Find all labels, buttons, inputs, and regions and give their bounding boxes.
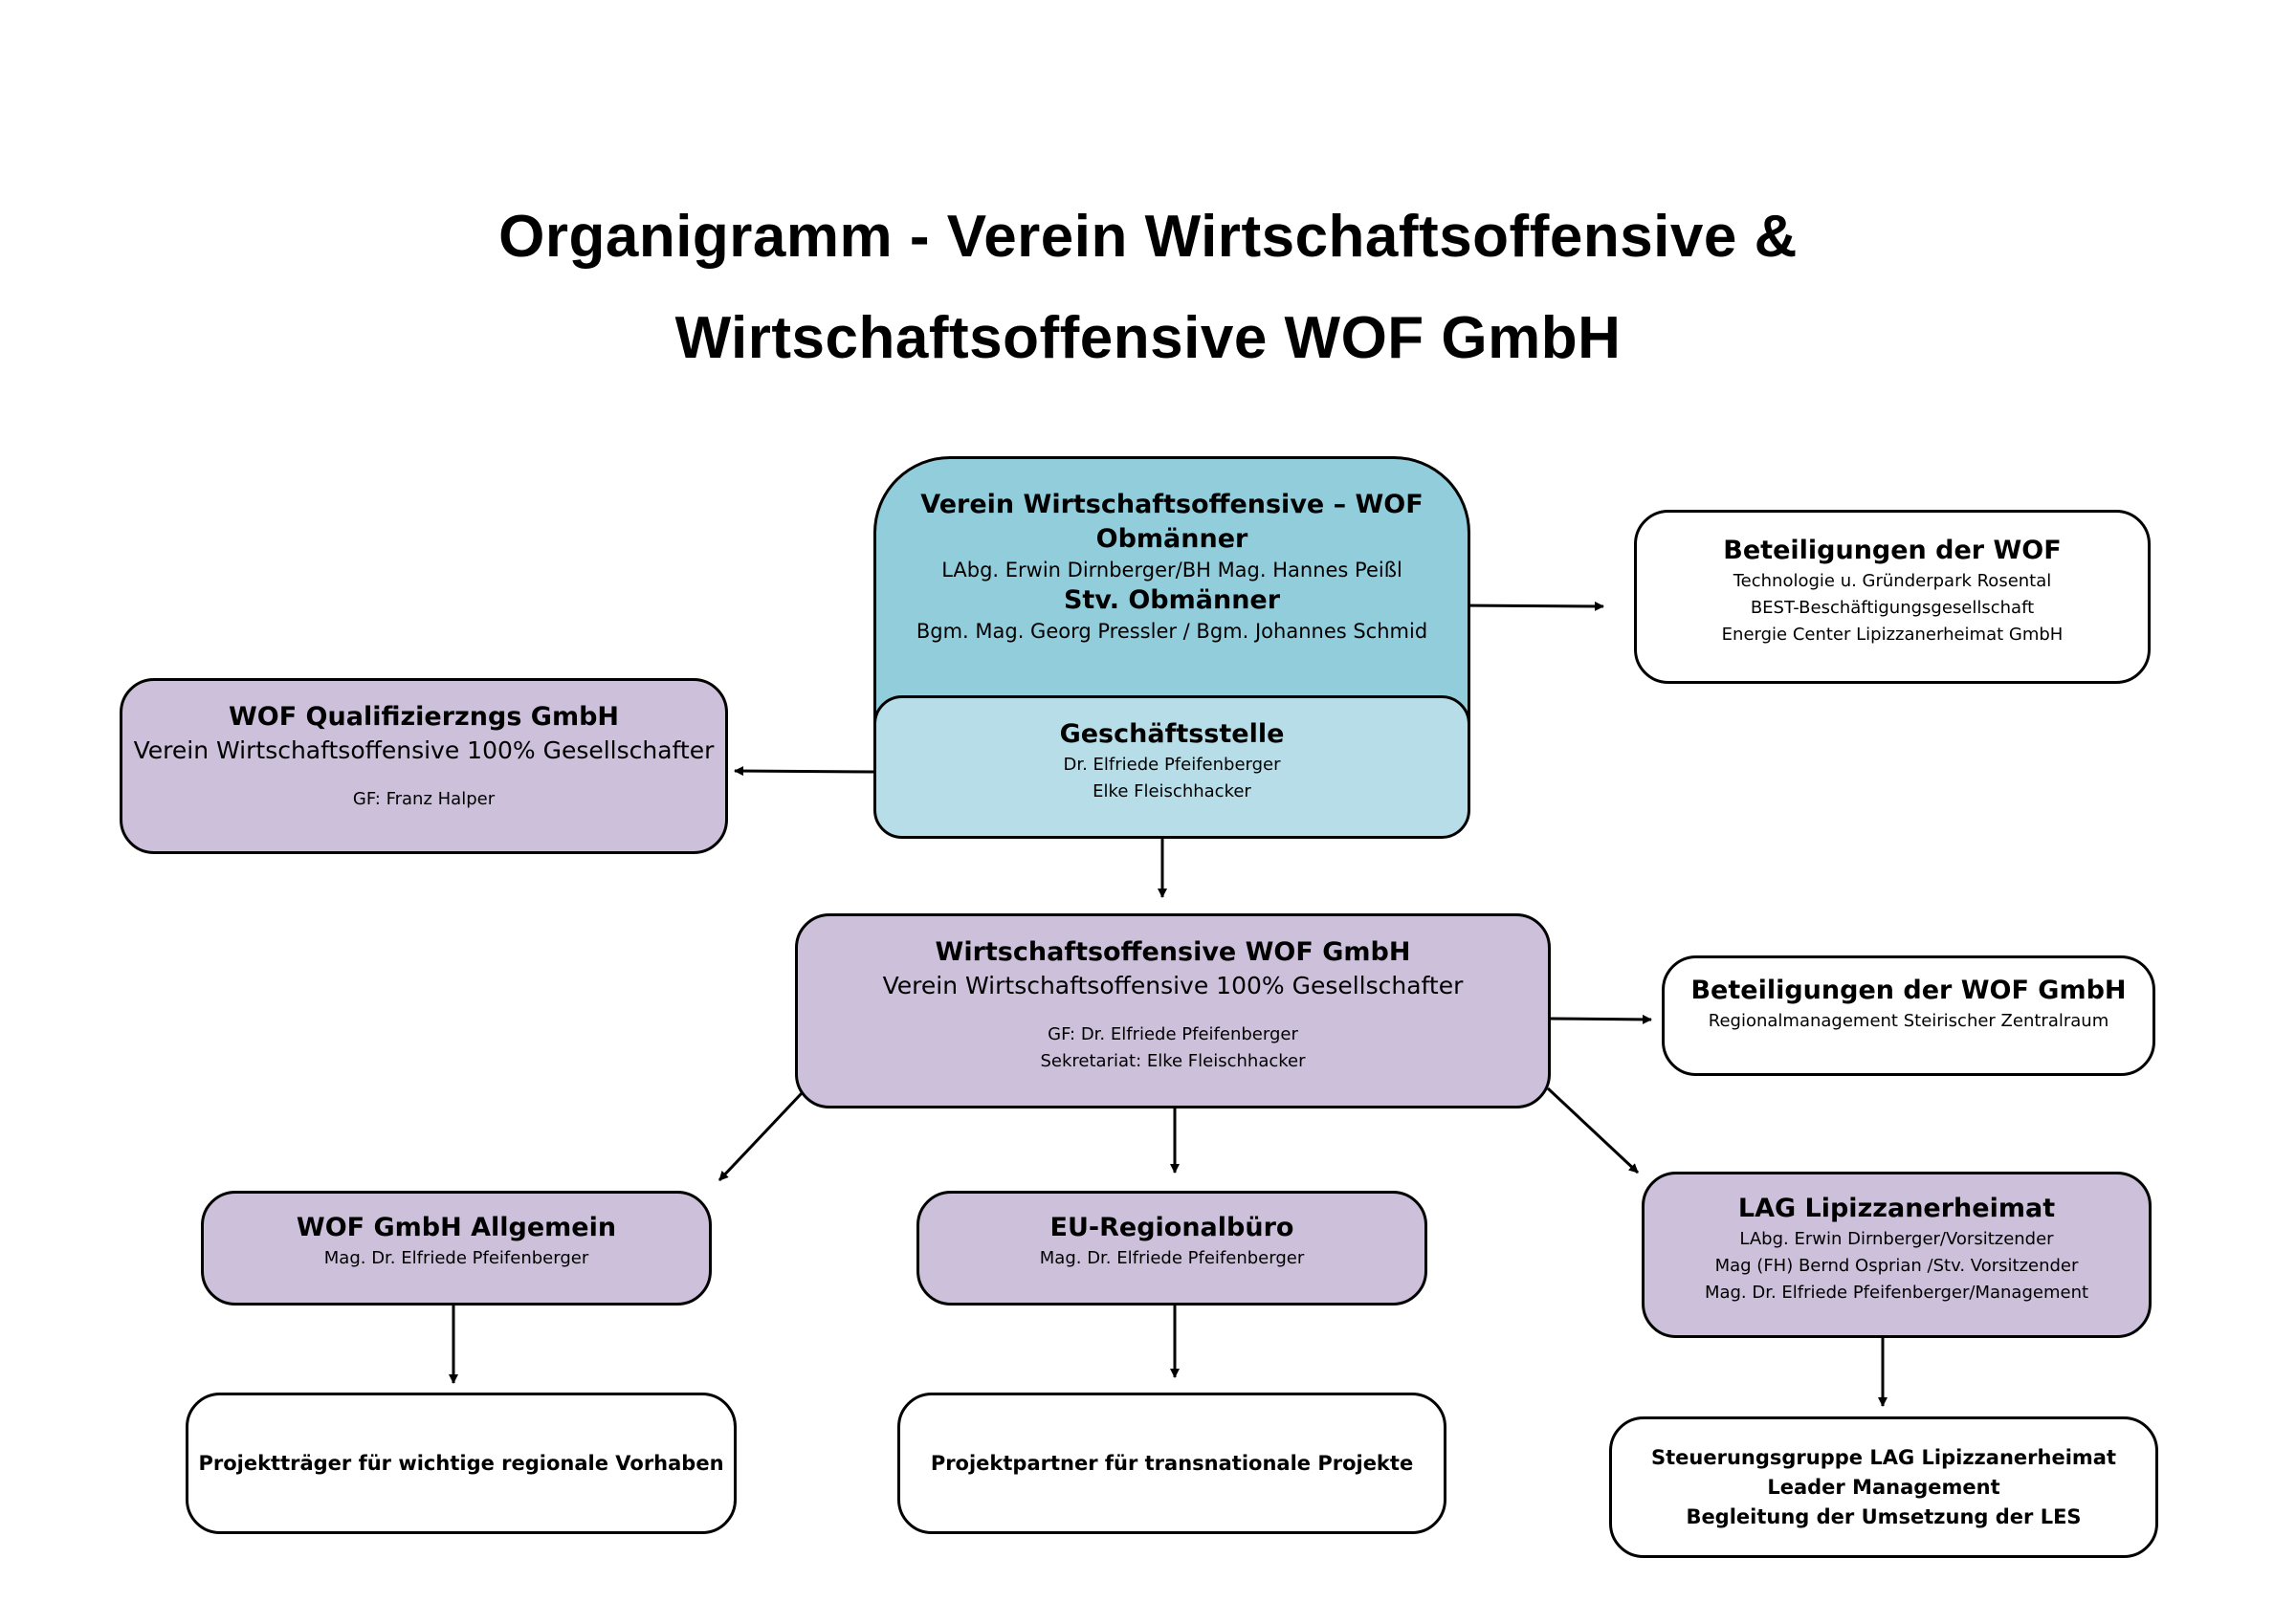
edge-verein-to-beteiligungen-wof: [1453, 601, 1604, 611]
allgemein-title: WOF GmbH Allgemein: [296, 1213, 617, 1242]
node-beteiligungen-wof: Beteiligungen der WOF Technologie u. Grü…: [1634, 510, 2151, 684]
node-beteiligungen-wof-gmbh: Beteiligungen der WOF GmbH Regionalmanag…: [1662, 955, 2155, 1076]
verein-role-stv-obmaenner: Stv. Obmänner: [1063, 585, 1281, 615]
verein-names-stv-obmaenner: Bgm. Mag. Georg Pressler / Bgm. Johannes…: [916, 620, 1428, 643]
lag-member: Mag. Dr. Elfriede Pfeifenberger/Manageme…: [1704, 1283, 2089, 1303]
gmbh-title: Wirtschaftsoffensive WOF GmbH: [935, 937, 1411, 967]
node-projekttraeger: Projektträger für wichtige regionale Vor…: [186, 1393, 737, 1534]
eu-buero-person: Mag. Dr. Elfriede Pfeifenberger: [1039, 1248, 1305, 1268]
edge-gmbh-to-lag: [1546, 1086, 1640, 1174]
beteiligungen-wof-item: Technologie u. Gründerpark Rosental: [1733, 571, 2052, 591]
qualifizierung-title: WOF Qualifizierzngs GmbH: [228, 702, 620, 732]
lag-member: LAbg. Erwin Dirnberger/Vorsitzender: [1739, 1229, 2054, 1249]
beteiligungen-wof-item: Energie Center Lipizzanerheimat GmbH: [1721, 625, 2064, 645]
verein-names-obmaenner: LAbg. Erwin Dirnberger/BH Mag. Hannes Pe…: [941, 559, 1402, 582]
verein-title: Verein Wirtschaftsoffensive – WOF: [920, 490, 1424, 519]
verein-role-obmaenner: Obmänner: [1095, 524, 1248, 554]
geschaeftsstelle-person-1: Dr. Elfriede Pfeifenberger: [1063, 755, 1281, 775]
edge-gmbh-to-beteiligungen-gmbh: [1549, 1014, 1652, 1024]
node-wof-qualifizierung-gmbh: WOF Qualifizierzngs GmbH Verein Wirtscha…: [120, 678, 728, 854]
gmbh-gf: GF: Dr. Elfriede Pfeifenberger: [1048, 1024, 1298, 1044]
steuerungsgruppe-line: Begleitung der Umsetzung der LES: [1686, 1504, 2082, 1528]
node-steuerungsgruppe: Steuerungsgruppe LAG Lipizzanerheimat Le…: [1609, 1416, 2158, 1558]
gmbh-sekretariat: Sekretariat: Elke Fleischhacker: [1040, 1051, 1306, 1071]
projektpartner-text: Projektpartner für transnationale Projek…: [930, 1452, 1414, 1475]
lag-title: LAG Lipizzanerheimat: [1737, 1194, 2056, 1223]
beteiligungen-gmbh-item: Regionalmanagement Steirischer Zentralra…: [1708, 1011, 2109, 1031]
qualifizierung-subtitle: Verein Wirtschaftsoffensive 100% Gesells…: [133, 736, 715, 764]
lag-member: Mag (FH) Bernd Osprian /Stv. Vorsitzende…: [1714, 1256, 2079, 1276]
page-title-line-2: Wirtschaftsoffensive WOF GmbH: [674, 305, 1622, 371]
beteiligungen-gmbh-title: Beteiligungen der WOF GmbH: [1690, 976, 2127, 1005]
steuerungsgruppe-line: Steuerungsgruppe LAG Lipizzanerheimat: [1651, 1445, 2116, 1469]
geschaeftsstelle-person-2: Elke Fleischhacker: [1093, 781, 1251, 801]
edge-geschaeftsstelle-to-qualifizierung: [734, 766, 874, 777]
node-geschaeftsstelle: Geschäftsstelle Dr. Elfriede Pfeifenberg…: [873, 695, 1470, 839]
node-wof-gmbh: Wirtschaftsoffensive WOF GmbH Verein Wir…: [795, 913, 1551, 1108]
edge-gmbh-to-allgemein: [718, 1091, 804, 1182]
node-lag-lipizzanerheimat: LAG Lipizzanerheimat LAbg. Erwin Dirnber…: [1642, 1172, 2152, 1338]
steuerungsgruppe-line: Leader Management: [1767, 1475, 2000, 1499]
projekttraeger-text: Projektträger für wichtige regionale Vor…: [198, 1452, 724, 1475]
node-projektpartner: Projektpartner für transnationale Projek…: [897, 1393, 1446, 1534]
qualifizierung-gf: GF: Franz Halper: [352, 789, 496, 809]
page-title-line-1: Organigramm - Verein Wirtschaftsoffensiv…: [498, 204, 1798, 270]
allgemein-person: Mag. Dr. Elfriede Pfeifenberger: [323, 1248, 589, 1268]
node-wof-gmbh-allgemein: WOF GmbH Allgemein Mag. Dr. Elfriede Pfe…: [201, 1191, 712, 1306]
geschaeftsstelle-title: Geschäftsstelle: [1059, 719, 1285, 749]
beteiligungen-wof-item: BEST-Beschäftigungsgesellschaft: [1750, 598, 2035, 618]
node-eu-regionalbuero: EU-Regionalbüro Mag. Dr. Elfriede Pfeife…: [916, 1191, 1427, 1306]
beteiligungen-wof-title: Beteiligungen der WOF: [1723, 536, 2062, 565]
gmbh-subtitle: Verein Wirtschaftsoffensive 100% Gesells…: [882, 972, 1464, 999]
eu-buero-title: EU-Regionalbüro: [1049, 1213, 1294, 1242]
